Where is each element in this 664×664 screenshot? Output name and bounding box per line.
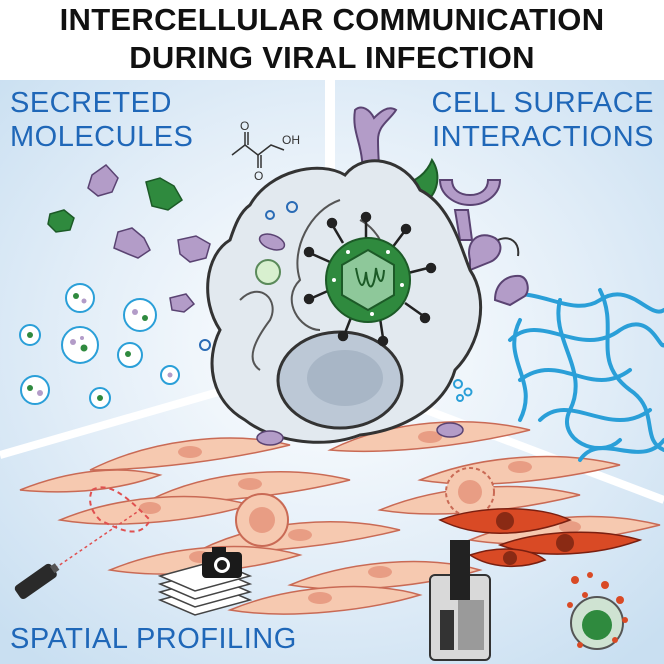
graphical-abstract: O O OH (0, 80, 664, 664)
red-fragments (567, 572, 628, 648)
pyruvate-molecule (231, 132, 285, 168)
receptor-stalk (497, 237, 520, 257)
secreted-proteins-green (47, 177, 183, 233)
chem-atom-o-bottom: O (254, 169, 263, 183)
apoptotic-cell (570, 596, 624, 650)
panel-label-cell-surface-interactions: CELL SURFACE INTERACTIONS (432, 86, 655, 154)
infected-cell-nuclei (496, 512, 574, 565)
figure-title-line1: INTERCELLULAR COMMUNICATION (59, 2, 605, 37)
surface-label-line2: INTERACTIONS (432, 121, 654, 153)
secreted-label-line2: MOLECULES (10, 121, 194, 153)
secreted-label-line1: SECRETED (10, 87, 172, 119)
panel-divider-right (398, 396, 664, 504)
camera-icon (202, 547, 242, 578)
panel-divider-left (0, 376, 262, 459)
tissue-spiky-cell (445, 467, 495, 517)
chem-atom-oh: OH (282, 133, 300, 147)
instrument-icon (429, 540, 491, 661)
vesicle-cargo (27, 293, 173, 401)
surface-vesicles (453, 379, 473, 402)
extracellular-vesicles (19, 283, 180, 409)
panel-label-secreted-molecules: SECRETED MOLECULES (10, 86, 193, 154)
tissue-round-cell-nucleus (249, 507, 275, 533)
virus-particle (303, 211, 437, 347)
laser-pointer-icon (14, 563, 60, 600)
laser-cut-outline (89, 486, 152, 533)
surface-receptors (353, 106, 529, 307)
surface-label-line1: CELL SURFACE (431, 87, 654, 119)
ecm-fibers (498, 288, 664, 462)
laser-beam (44, 509, 141, 576)
secreted-proteins-purple (87, 164, 211, 313)
panel-label-spatial-profiling: SPATIAL PROFILING (10, 623, 297, 655)
chem-atom-o-top: O (240, 119, 249, 133)
figure-title-line2: DURING VIRAL INFECTION (129, 40, 535, 75)
